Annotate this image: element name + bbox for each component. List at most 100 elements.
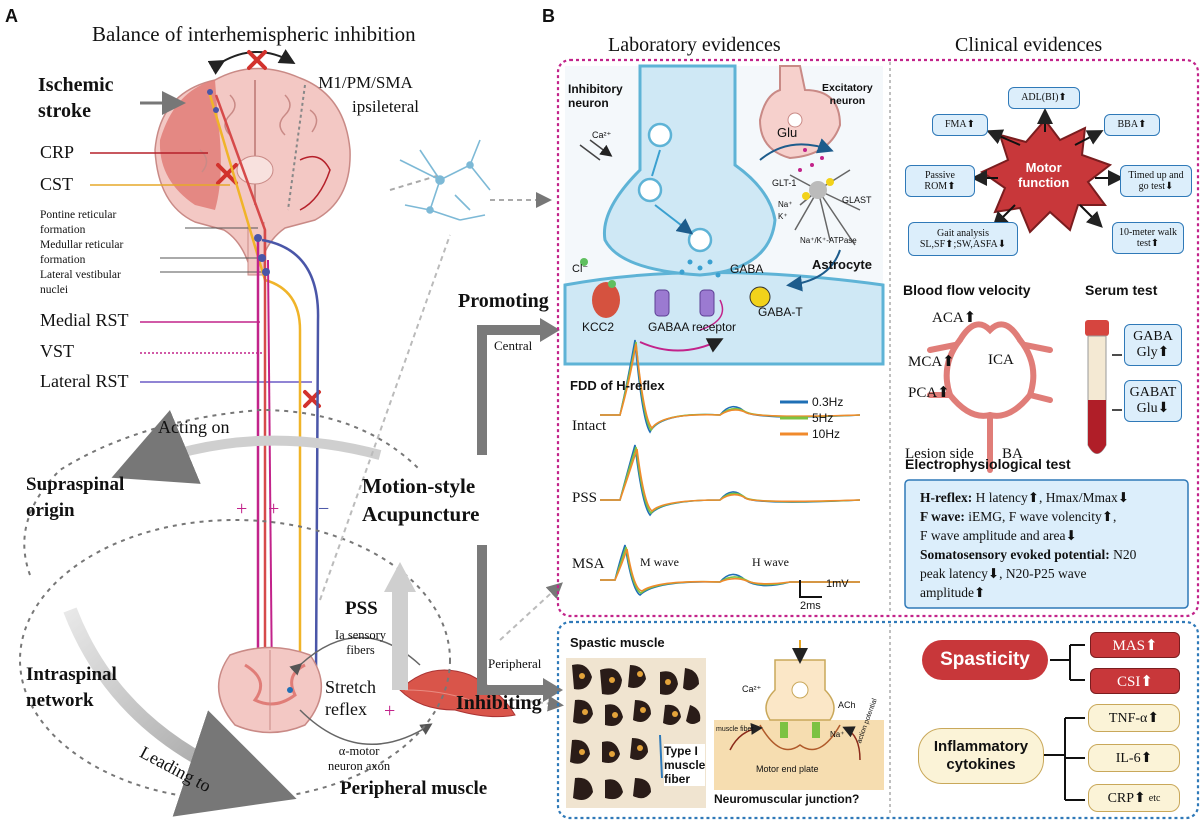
crp-box: CRP⬆etc (1088, 784, 1180, 812)
m1-line-1: M1/PM/SMA (318, 73, 413, 92)
supraspinal-label: Supraspinal origin (26, 472, 124, 524)
legend-5hz: 5Hz (812, 411, 834, 425)
cst-label: CST (40, 174, 74, 194)
pss-label: PSS (345, 598, 378, 619)
lab-evidence-title: Laboratory evidences (608, 34, 781, 56)
adl-box: ADL(BI)⬆ (1008, 87, 1080, 109)
panel-a-letter: A (5, 6, 18, 26)
scale-voltage: 1mV (826, 578, 849, 590)
trace-pss (600, 444, 861, 517)
electro-line-4: Somatosensory evoked potential: N20 (920, 545, 1185, 564)
motor-function-label: Motor function (1018, 160, 1069, 190)
pontine-reticular-label: Pontine reticular (40, 209, 117, 221)
fma-box: FMA⬆ (932, 114, 988, 136)
ia-line-1: Ia sensory (335, 628, 387, 642)
msa-line-2: Acupuncture (362, 502, 480, 526)
supraspinal-line-2: origin (26, 500, 75, 521)
clinical-evidence-title: Clinical evidences (955, 34, 1103, 56)
excitatory-neuron-label: Excitatory neuron (822, 82, 873, 108)
sodium-label: Na⁺ (778, 200, 793, 209)
serum-box-gaba: GABA Gly⬆ (1124, 324, 1182, 366)
ischemic-stroke-line-2: stroke (38, 100, 91, 122)
serum-gaba: GABA (1133, 328, 1173, 344)
lateral-rst-label: Lateral RST (40, 371, 129, 391)
serum-test-title: Serum test (1085, 282, 1158, 298)
astrocyte-label: Astrocyte (812, 257, 872, 272)
inhibiting-label: Inhibiting (456, 692, 542, 714)
alpha-motor-label: α-motor neuron axon (328, 744, 390, 774)
medullar-reticular-label: Medullar reticular (40, 239, 124, 251)
type1-fiber-label: Type I muscle fiber (664, 744, 706, 786)
electro-line-1-bold: H-reflex: (920, 490, 973, 505)
chloride-label: Cl⁻ (572, 263, 589, 275)
gaba-t-label: GABA-T (758, 305, 803, 319)
gaba-a-receptor-label: GABAA receptor (648, 320, 737, 334)
medial-rst-label: Medial RST (40, 310, 129, 330)
gaba-label: GABA (730, 262, 764, 276)
m-wave-label: M wave (640, 555, 679, 569)
fdd-traces (600, 339, 861, 598)
inhibitory-neuron-label: Inhibitory neuron (568, 82, 623, 110)
blood-tube-illustration (1085, 320, 1122, 454)
neuron-network-illustration (399, 139, 491, 221)
lateral-vestibular-label: Lateral vestibular (40, 269, 121, 281)
ischemic-stroke-label: Ischemic stroke (38, 72, 114, 124)
intraspinal-line-2: network (26, 690, 94, 711)
nmj-calcium-label: Ca²⁺ (742, 684, 762, 694)
ischemic-stroke-line-1: Ischemic (38, 74, 114, 96)
potassium-label: K⁺ (778, 212, 788, 221)
glu-label: Glu (777, 125, 798, 140)
scale-time: 2ms (800, 600, 821, 612)
excitatory-line-2: neuron (829, 95, 866, 107)
electro-line-2: F wave: iEMG, F wave volencity⬆, (920, 507, 1185, 526)
peripheral-label: Peripheral (488, 656, 542, 671)
electro-line-1-text: H latency⬆, Hmax/Mmax⬇ (972, 490, 1130, 505)
aca-label: ACA⬆ (932, 310, 977, 326)
type1-line-3: fiber (664, 772, 691, 786)
vst-label: VST (40, 341, 75, 361)
row-pss: PSS (572, 490, 598, 506)
kcc2-label: KCC2 (582, 320, 615, 334)
fdd-title: FDD of H-reflex (570, 378, 665, 393)
row-intact: Intact (572, 418, 607, 434)
supraspinal-line-1: Supraspinal (26, 474, 125, 495)
intraspinal-label: Intraspinal network (26, 662, 117, 714)
stretch-reflex-label: Stretch reflex (325, 676, 376, 720)
electro-line-3-text: F wave amplitude and area⬇ (920, 528, 1077, 543)
inhibitory-line-1: Inhibitory (568, 82, 623, 96)
histology-image (566, 658, 706, 808)
nmj-title: Neuromuscular junction? (714, 792, 860, 806)
muscle-fiber-label: muscle fiber (716, 726, 754, 733)
cerebral-artery-illustration (927, 321, 1053, 473)
legend-10hz: 10Hz (812, 427, 841, 441)
ten-meter-walk-box: 10-meter walk test⬆ (1112, 222, 1184, 254)
electro-line-2-bold: F wave: (920, 509, 965, 524)
msa-line-1: Motion-style (362, 474, 476, 498)
motor-end-plate-label: Motor end plate (756, 764, 819, 774)
synapse-illustration (563, 64, 885, 366)
muscle-illustration (399, 669, 516, 718)
electro-line-6: amplitude⬆ (920, 583, 1185, 602)
pontine-formation-label: formation (40, 224, 86, 236)
motor-line-2: function (1018, 175, 1070, 190)
glast-label: GLAST (842, 195, 872, 205)
electro-text: H-reflex: H latency⬆, Hmax/Mmax⬇ F wave:… (920, 488, 1185, 602)
minus-sign: − (318, 498, 330, 520)
ia-fibers-label: Ia sensory fibers (335, 628, 386, 658)
electro-line-2-text: iEMG, F wave volencity⬆, (964, 509, 1117, 524)
fdd-legend-swatches (780, 400, 808, 436)
mas-box: MAS⬆ (1090, 632, 1180, 658)
blood-flow-title: Blood flow velocity (903, 282, 1031, 298)
electro-line-6-text: amplitude⬆ (920, 585, 986, 600)
nuclei-label: nuclei (40, 284, 69, 296)
alpha-line-2: neuron axon (328, 759, 391, 773)
electro-title: Electrophysiological test (905, 456, 1071, 472)
intraspinal-line-1: Intraspinal (26, 664, 117, 685)
plus-sign-2: + (268, 498, 280, 520)
csi-box: CSI⬆ (1090, 668, 1180, 694)
electro-line-3: F wave amplitude and area⬇ (920, 526, 1185, 545)
inflammatory-cytokines-badge: Inflammatory cytokines (918, 728, 1044, 784)
serum-box-gabat: GABAT Glu⬇ (1124, 380, 1182, 422)
electro-line-4-text: N20 (1109, 547, 1137, 562)
